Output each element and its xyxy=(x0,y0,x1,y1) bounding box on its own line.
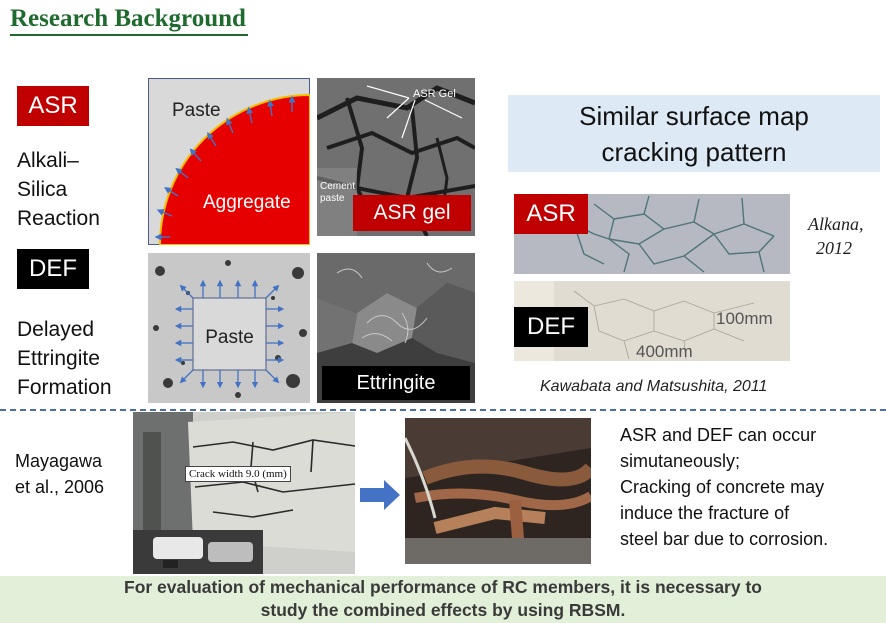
asr-gel-label: ASR gel xyxy=(353,195,471,231)
def-tag: DEF xyxy=(17,249,89,289)
def-paste-label: Paste xyxy=(205,327,254,348)
cement-paste-caption: Cement paste xyxy=(320,181,355,205)
citation-mayagawa-line-1: Mayagawa xyxy=(15,451,103,471)
def-specimen-tag: DEF xyxy=(514,307,588,347)
description-line-1: ASR and DEF can occur xyxy=(620,425,817,445)
description-line-3: Cracking of concrete may xyxy=(620,477,825,497)
citation-alkana-line-1: Alkana, xyxy=(808,214,864,234)
asr-expansion-diagram: Paste Aggregate xyxy=(148,78,311,246)
cracked-pier-photo: Crack width 9.0 (mm) xyxy=(133,412,355,574)
asr-gel-caption: ASR Gel xyxy=(413,88,456,100)
dimension-400mm: 400mm xyxy=(636,342,693,361)
description-line-5: steel bar due to corrosion. xyxy=(620,529,829,549)
cement-paste-line-1: Cement xyxy=(320,181,356,192)
asr-gel-micrograph: ASR Gel Cement paste ASR gel xyxy=(317,78,475,236)
conclusion-line-2: study the combined effects by using RBSM… xyxy=(260,600,626,620)
section-divider xyxy=(0,409,886,411)
def-description: Delayed Ettringite Formation xyxy=(17,315,142,402)
aggregate-label: Aggregate xyxy=(203,192,291,213)
callout-line-2: cracking pattern xyxy=(601,137,787,167)
conclusion-banner: For evaluation of mechanical performance… xyxy=(0,576,886,623)
def-specimen-photo: DEF 100mm 400mm xyxy=(514,281,790,361)
corroded-rebar-photo xyxy=(405,418,591,564)
citation-kawabata: Kawabata and Matsushita, 2011 xyxy=(540,378,768,395)
citation-mayagawa-line-2: et al., 2006 xyxy=(15,477,105,497)
dimension-100mm: 100mm xyxy=(716,309,773,328)
asr-line-3: Reaction xyxy=(17,207,100,230)
asr-paste-label: Paste xyxy=(172,100,221,121)
description-line-4: induce the fracture of xyxy=(620,503,790,523)
ettringite-label: Ettringite xyxy=(322,366,470,400)
def-line-3: Formation xyxy=(17,376,112,399)
description-line-2: simutaneously; xyxy=(620,451,741,471)
cement-paste-line-2: paste xyxy=(320,193,345,204)
arrow-right-icon xyxy=(360,480,400,510)
similar-cracking-callout: Similar surface map cracking pattern xyxy=(508,95,880,172)
crack-width-label: Crack width 9.0 (mm) xyxy=(185,466,291,482)
conclusion-line-1: For evaluation of mechanical performance… xyxy=(124,577,762,597)
def-line-2: Ettringite xyxy=(17,347,100,370)
asr-tag: ASR xyxy=(17,86,89,126)
citation-mayagawa: Mayagawa et al., 2006 xyxy=(15,448,104,500)
asr-line-1: Alkali– xyxy=(17,149,79,172)
def-expansion-diagram: Paste xyxy=(148,253,310,403)
asr-specimen-tag: ASR xyxy=(514,194,588,234)
asr-description: Alkali– Silica Reaction xyxy=(17,146,137,233)
page-title: Research Background xyxy=(10,4,248,36)
ettringite-micrograph: Ettringite xyxy=(317,253,475,403)
def-line-1: Delayed xyxy=(17,318,95,341)
callout-line-1: Similar surface map xyxy=(579,101,809,131)
asr-line-2: Silica xyxy=(17,178,68,201)
citation-alkana: Alkana, 2012 xyxy=(808,212,864,260)
description-text: ASR and DEF can occur simutaneously; Cra… xyxy=(620,422,882,552)
asr-specimen-photo: ASR xyxy=(514,194,790,274)
citation-alkana-line-2: 2012 xyxy=(816,238,852,258)
